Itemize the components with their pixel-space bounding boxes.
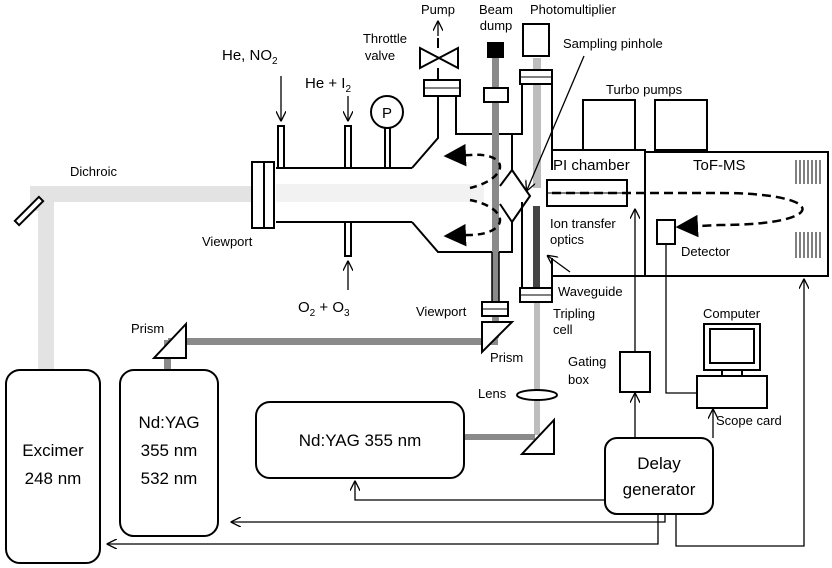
pi-chamber-label: PI chamber xyxy=(553,157,630,174)
excimer-label-2: 248 nm xyxy=(25,469,82,488)
tripling-label-2: cell xyxy=(553,322,573,337)
computer-label: Computer xyxy=(703,306,761,321)
pressure-gauge xyxy=(370,95,404,129)
viewport-left-label: Viewport xyxy=(202,234,253,249)
prism-yag xyxy=(519,417,555,455)
gating-label-2: box xyxy=(568,372,589,387)
turbo-pumps-label: Turbo pumps xyxy=(606,82,683,97)
dichroic-mirror xyxy=(13,195,45,227)
ndyag-a-box xyxy=(119,369,219,537)
detector xyxy=(656,219,676,245)
detector-label: Detector xyxy=(681,244,731,259)
pump-label: Pump xyxy=(421,2,455,17)
ndyag-a-label-2: 355 nm xyxy=(141,441,198,460)
beam-dump-label-2: dump xyxy=(480,18,513,33)
turbo-pump-2 xyxy=(654,99,708,151)
excimer-beam-horizontal xyxy=(38,186,272,202)
ndyag-b-label: Nd:YAG 355 nm xyxy=(299,431,422,450)
signal-wires xyxy=(108,210,804,546)
ion-transfer-label: Ion transfer xyxy=(550,216,616,231)
scope-card-label: Scope card xyxy=(716,413,782,428)
beam-dump-label: Beam xyxy=(479,2,513,17)
flow-chamber xyxy=(411,96,513,253)
throttle-valve xyxy=(419,38,461,97)
inlet-port-he-no2 xyxy=(277,125,285,169)
lens-label: Lens xyxy=(478,386,507,401)
photomultiplier-label: Photomultiplier xyxy=(530,2,617,17)
flow-arrow-bottom xyxy=(443,198,502,247)
ion-path xyxy=(552,191,804,238)
probe-beam-horizontal xyxy=(168,338,498,345)
computer-monitor xyxy=(703,323,761,377)
gating-box xyxy=(619,351,651,393)
reflectron xyxy=(795,160,821,258)
excimer-beam-vertical xyxy=(38,200,54,370)
o2-o3-label: O2 + O3 xyxy=(298,299,350,319)
ndyag-b-box xyxy=(255,401,465,479)
viewport-left-flange xyxy=(251,161,275,229)
beam-dump-flange xyxy=(483,87,509,103)
ion-transfer-label-2: optics xyxy=(550,232,584,247)
pmt-beam xyxy=(533,58,541,188)
scope-card-box xyxy=(696,375,768,409)
waveguide-label: Waveguide xyxy=(558,284,623,299)
beam-dump xyxy=(487,42,504,58)
prism-left-label: Prism xyxy=(131,321,164,336)
chamber-beam xyxy=(276,184,484,202)
sampling-pinhole-label: Sampling pinhole xyxy=(563,36,663,51)
prism-bottom xyxy=(481,321,515,355)
prism-left xyxy=(151,321,187,359)
ndyag-a-label: Nd:YAG xyxy=(138,413,199,432)
pressure-gauge-label: P xyxy=(382,105,392,122)
he-i2-label: He + I2 xyxy=(305,75,351,95)
delay-gen-label: Delay xyxy=(637,454,681,473)
flow-arrow-top xyxy=(443,143,502,190)
inlet-port-he-i2 xyxy=(344,125,352,169)
tof-ms xyxy=(644,151,829,277)
tripling-label: Tripling xyxy=(553,306,595,321)
delay-gen-label-2: generator xyxy=(623,480,696,499)
gauge-port xyxy=(384,127,391,169)
tof-ms-label: ToF-MS xyxy=(693,157,746,174)
viewport-bottom-label: Viewport xyxy=(416,304,467,319)
he-no2-label: He, NO2 xyxy=(222,47,278,67)
delay-generator-box xyxy=(604,437,714,515)
ndyag-a-label-3: 532 nm xyxy=(141,469,198,488)
uv-beam xyxy=(534,300,540,435)
gating-label: Gating xyxy=(568,354,606,369)
excimer-box xyxy=(5,369,101,564)
excimer-label: Excimer xyxy=(22,441,84,460)
inlet-port-o2-o3 xyxy=(344,221,352,257)
throttle-valve-label: Throttle xyxy=(363,31,407,46)
prism-right-label: Prism xyxy=(490,350,523,365)
photomultiplier xyxy=(522,23,550,57)
waveguide xyxy=(533,206,540,288)
yag-beam xyxy=(465,434,535,440)
label-leaders xyxy=(281,55,585,290)
lens xyxy=(516,389,558,401)
probe-beam-vertical xyxy=(492,58,499,338)
dichroic-label: Dichroic xyxy=(70,164,117,179)
turbo-pump-1 xyxy=(582,99,636,151)
throttle-valve-label-2: valve xyxy=(365,48,395,63)
